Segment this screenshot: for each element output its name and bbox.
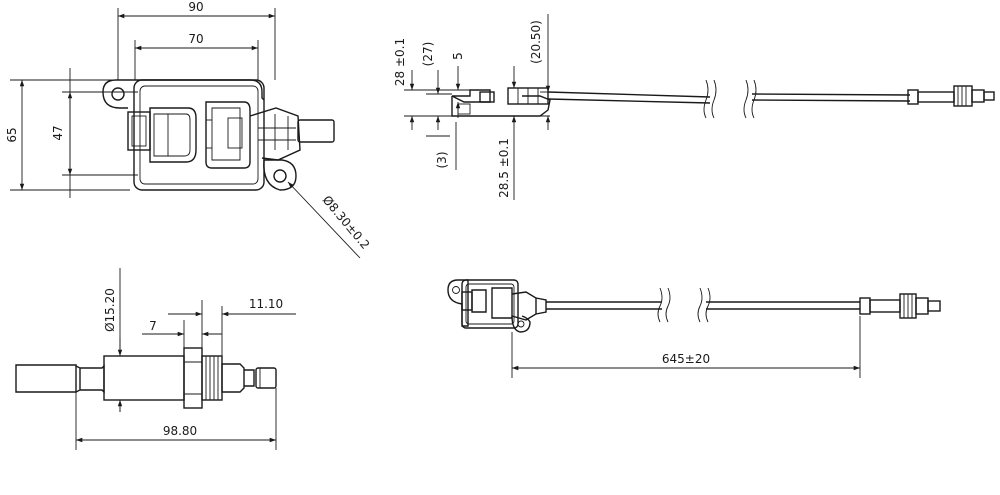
dim-label-diameter: Ø15.20	[103, 288, 117, 332]
dim-label-1110: 11.10	[249, 297, 283, 311]
mounting-hole-left	[111, 87, 125, 101]
overall-housing	[461, 279, 519, 329]
overall-probe-tip	[927, 300, 941, 312]
dim-label-3: (3)	[435, 152, 449, 169]
dim-label-70: 70	[188, 32, 203, 46]
probe-thread	[201, 355, 223, 401]
overall-view: 645±20	[447, 279, 941, 378]
dim-label-cable: 645±20	[662, 352, 710, 366]
dim-label-27: (27)	[421, 42, 435, 67]
cable-stub	[297, 119, 335, 143]
top-view: 90 70 65 47	[5, 0, 372, 259]
dim-label-7: 7	[149, 319, 157, 333]
side-cable-top	[547, 91, 711, 98]
side-probe-nut	[953, 85, 973, 107]
side-view: 28 ±0.1 (27) 5 (3) (20.50) 28.5 ±0.1	[393, 14, 995, 200]
dim-label-total: 98.80	[163, 424, 197, 438]
dim-label-2050: (20.50)	[529, 20, 543, 64]
side-probe-tip	[983, 91, 995, 101]
side-cable-bottom	[547, 98, 711, 104]
probe-view: Ø15.20 7 11.10 98.80	[15, 268, 296, 450]
dim-label-28: 28 ±0.1	[393, 38, 407, 86]
housing-outline-top	[102, 79, 265, 101]
dim-label-90: 90	[188, 0, 203, 14]
mounting-hole-right	[273, 169, 287, 183]
dim-label-285: 28.5 ±0.1	[497, 138, 511, 198]
dim-label-47: 47	[51, 125, 65, 140]
overall-connector	[491, 287, 513, 319]
connector-left	[127, 111, 151, 151]
housing-body	[133, 79, 265, 191]
side-probe-collar	[907, 89, 919, 105]
probe-tip	[244, 369, 255, 387]
dim-label-65: 65	[5, 127, 19, 142]
dim-label-5: 5	[451, 52, 465, 60]
cable-exit-boot	[249, 107, 301, 161]
side-housing	[451, 89, 491, 103]
probe-hex	[183, 347, 203, 409]
dim-line-hole	[287, 181, 361, 259]
connector-center	[205, 101, 251, 169]
probe-cable-stub	[15, 364, 77, 393]
probe-body	[103, 355, 185, 401]
overall-probe-collar	[859, 297, 871, 315]
